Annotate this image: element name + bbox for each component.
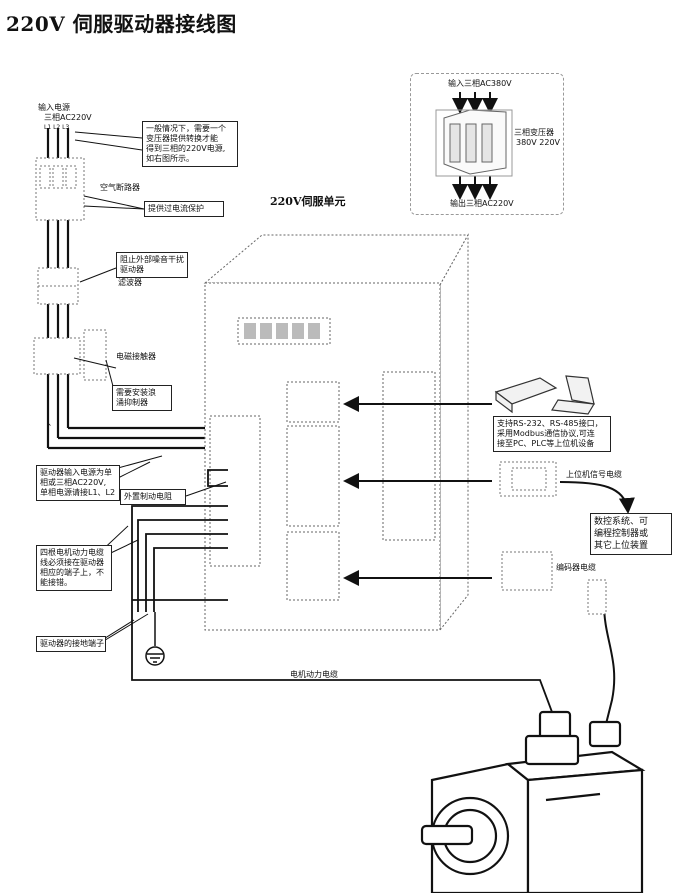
- transformer-input-label: 输入三相AC380V: [448, 79, 512, 88]
- comm-note: 支持RS-232、RS-485接口， 采用Modbus通信协议,可连 接至PC、…: [493, 416, 611, 452]
- host-connector-icon: [499, 461, 557, 497]
- hub-icon: [494, 377, 558, 414]
- encoder-connector-icon: [501, 551, 607, 615]
- transformer-voltage-label: 380V 220V: [516, 138, 561, 147]
- contactor-name: 电磁接触器: [116, 352, 156, 361]
- brake-resistor-label: 外置制动电阻: [120, 489, 186, 505]
- filter-note: 阻止外部噪音干扰 驱动器: [116, 252, 188, 278]
- motor-power-cable-label: 电机动力电缆: [290, 670, 338, 679]
- input-terminals: L1 L2 L3: [44, 124, 70, 131]
- page-title: 220V 伺服驱动器接线图: [6, 12, 237, 36]
- input-power-title: 输入电源: [38, 103, 70, 112]
- ground-icon: [145, 612, 165, 666]
- connection-arrows: [343, 92, 635, 586]
- breaker-name: 空气断路器: [100, 183, 140, 192]
- host-signal-cable-label: 上位机信号电缆: [566, 470, 622, 479]
- transformer-icon: [435, 109, 513, 177]
- filter-name: 滤波器: [118, 278, 142, 287]
- encoder-cable: [603, 603, 616, 725]
- controller-note: 数控系统、可 编程控制器或 其它上位装置: [590, 513, 672, 555]
- magnetic-contactor-icon: [33, 329, 107, 381]
- breaker-note: 提供过电流保护: [144, 201, 224, 217]
- suppressor-note: 需要安装浪 涌抑制器: [112, 385, 172, 411]
- servo-drive-icon: [203, 233, 469, 632]
- circuit-breaker-icon: [35, 157, 85, 221]
- transformer-panel: [410, 73, 564, 215]
- encoder-cable-label: 编码器电缆: [556, 563, 596, 572]
- transformer-label: 三相变压器: [514, 128, 554, 137]
- servo-motor-icon: [420, 710, 646, 893]
- transformer-output-label: 输出三相AC220V: [450, 199, 514, 208]
- stray-mark: 、: [48, 418, 56, 427]
- transformer-note: 一般情况下，需要一个 变压器提供转换才能 得到三相的220V电源, 如右图所示。: [142, 121, 238, 167]
- laptop-icon: [551, 375, 595, 415]
- power-input-note: 驱动器输入电源为单 相或三相AC220V, 单相电源请接L1、L2: [36, 465, 120, 501]
- pointer-lines: [73, 131, 227, 643]
- motor-power-cables: [131, 505, 553, 713]
- ground-terminal-note: 驱动器的接地端子: [36, 636, 106, 652]
- motor-power-note: 四根电机动力电缆 线必须接在驱动器 相应的端子上，不 能接错。: [36, 545, 112, 591]
- servo-unit-label: 220V伺服单元: [270, 195, 346, 208]
- display-digits: [244, 323, 320, 339]
- noise-filter-icon: [37, 267, 79, 305]
- input-power-spec: 三相AC220V: [44, 113, 92, 122]
